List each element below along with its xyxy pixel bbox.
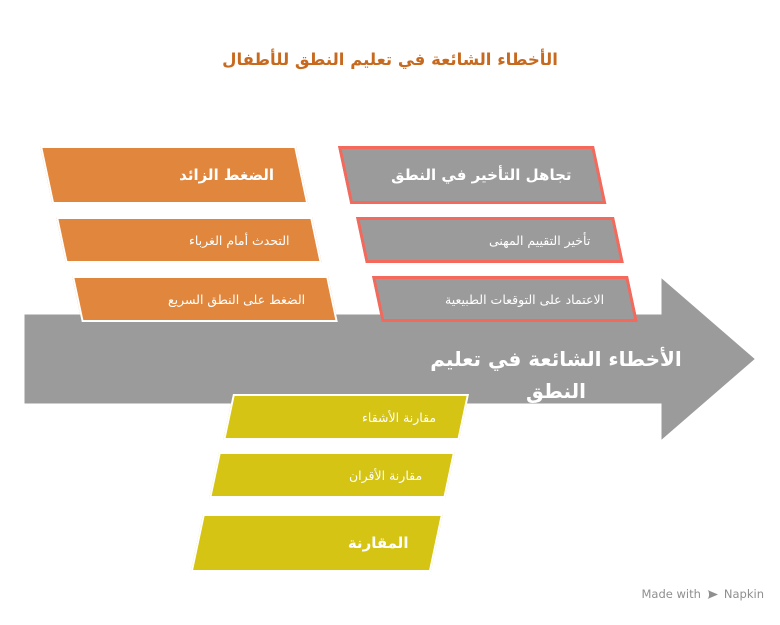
box-label: الضغط على النطق السريع [167,291,305,307]
box-comparison-header: المقارنة [190,514,443,572]
diagram-title: الأخطاء الشائعة في تعليم النطق للأطفال [222,50,558,69]
box-excess-pressure-header: الضغط الزائد [40,146,309,204]
box-sibling-comparison: مقارنة الأشقاء [223,394,469,440]
box-talking-in-front-of-strangers: التحدث أمام الغرباء [56,217,322,263]
box-label: تجاهل التأخير في النطق [390,166,572,184]
made-with-napkin-watermark: Made with Napkin [642,587,765,601]
box-pressure-for-fast-speech: الضغط على النطق السريع [72,276,338,322]
arrow-label: الأخطاء الشائعة في تعليم النطق [430,347,682,403]
box-peer-comparison: مقارنة الأقران [209,452,455,498]
box-label: الاعتماد على التوقعات الطبيعية [444,291,604,307]
box-label: الضغط الزائد [179,166,275,184]
box-relying-on-natural-expectations: الاعتماد على التوقعات الطبيعية [372,276,638,322]
box-label: المقارنة [348,534,409,552]
watermark-brand: Napkin [723,587,764,601]
napkin-logo-icon [707,589,718,599]
watermark-prefix: Made with [641,587,701,601]
box-delaying-professional-evaluation: تأخير التقييم المهنى [356,217,624,263]
box-label: مقارنة الأشقاء [362,409,437,425]
box-ignoring-speech-delay-header: تجاهل التأخير في النطق [338,146,607,204]
box-label: التحدث أمام الغرباء [188,232,289,248]
box-label: مقارنة الأقران [348,467,423,483]
box-label: تأخير التقييم المهنى [488,232,590,248]
